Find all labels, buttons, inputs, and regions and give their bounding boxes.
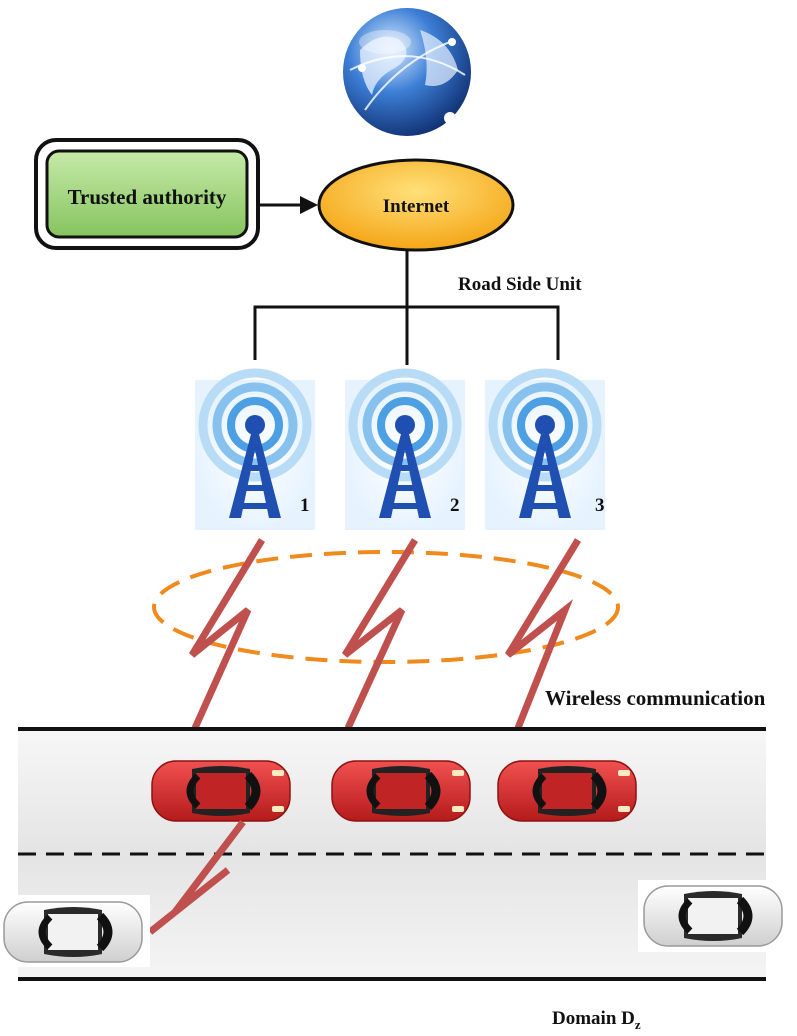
white-car-icon bbox=[644, 886, 782, 946]
white-car-icon bbox=[4, 902, 142, 962]
lightning-link-icon bbox=[189, 538, 581, 730]
rsu-number-2: 2 bbox=[450, 495, 460, 516]
radio-tower-icon bbox=[345, 373, 465, 530]
road-side-unit-label: Road Side Unit bbox=[458, 274, 582, 295]
lightning-link-icon bbox=[147, 819, 246, 935]
red-car-icon bbox=[152, 761, 290, 821]
wireless-communication-label: Wireless communication bbox=[545, 686, 766, 710]
communication-range-ellipse bbox=[152, 550, 620, 664]
globe-icon bbox=[343, 8, 471, 136]
radio-tower-icon bbox=[485, 373, 605, 530]
internet-label: Internet bbox=[383, 196, 450, 217]
red-car-icon bbox=[332, 761, 470, 821]
rsu-connector-lines bbox=[253, 250, 560, 365]
rsu-number-3: 3 bbox=[595, 495, 605, 516]
arrow-trusted-to-internet bbox=[258, 196, 318, 214]
trusted-authority-label: Trusted authority bbox=[68, 185, 227, 209]
internet-node: Internet bbox=[317, 158, 515, 252]
domain-label: Domain Dz bbox=[552, 1008, 641, 1032]
rsu-number-1: 1 bbox=[300, 495, 310, 516]
radio-tower-icon bbox=[195, 373, 315, 530]
red-car-icon bbox=[498, 761, 636, 821]
trusted-authority-box: Trusted authority bbox=[34, 138, 260, 250]
